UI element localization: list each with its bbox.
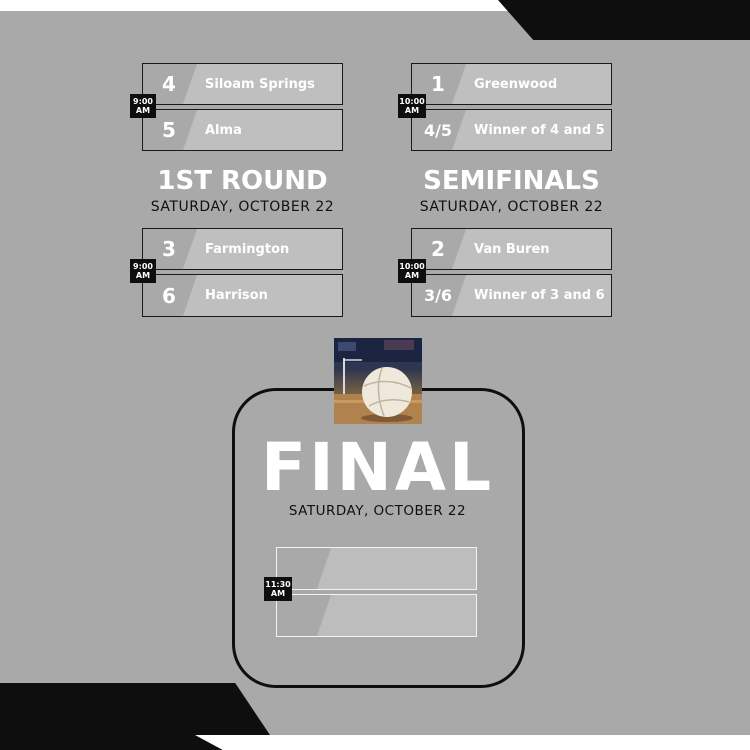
team-name: Greenwood <box>474 76 558 92</box>
first-round-m1-team2: 5 Alma <box>142 109 343 151</box>
final-time: 11:30 AM <box>264 577 292 601</box>
team-name: Harrison <box>205 288 268 303</box>
team-name: Winner of 4 and 5 <box>474 122 605 138</box>
final-title: FINAL <box>260 429 494 506</box>
semifinal-m2-time: 10:00 AM <box>398 259 426 283</box>
team-name: Winner of 3 and 6 <box>474 288 605 303</box>
bottom-white-band <box>195 735 750 750</box>
top-black-band <box>498 0 750 40</box>
first-round-date: SATURDAY, OCTOBER 22 <box>150 199 335 215</box>
team-name: Van Buren <box>474 241 550 257</box>
final-date: SATURDAY, OCTOBER 22 <box>288 503 467 519</box>
semifinals-title: SEMIFINALS <box>423 166 600 196</box>
volleyball-photo <box>334 338 422 424</box>
final-team1-slot <box>276 547 477 590</box>
team-name: Siloam Springs <box>205 76 315 92</box>
first-round-m2-team1: 3 Farmington <box>142 228 343 270</box>
team-name: Farmington <box>205 241 290 257</box>
first-round-m2-team2: 6 Harrison <box>142 274 343 317</box>
seed: 3 <box>162 237 176 261</box>
first-round-m1-team1: 4 Siloam Springs <box>142 63 343 105</box>
seed: 4/5 <box>423 120 453 140</box>
first-round-title: 1ST ROUND <box>157 166 328 196</box>
final-team2-slot <box>276 594 477 637</box>
semifinal-m2-team1: 2 Van Buren <box>411 228 612 270</box>
first-round-m1-time: 9:00 AM <box>130 94 156 118</box>
semifinal-m1-team1: 1 Greenwood <box>411 63 612 105</box>
semifinals-date: SATURDAY, OCTOBER 22 <box>419 199 604 215</box>
first-round-m2-time: 9:00 AM <box>130 259 156 283</box>
seed: 6 <box>162 283 176 308</box>
semifinal-m1-team2: 4/5 Winner of 4 and 5 <box>411 109 612 151</box>
semifinal-m2-team2: 3/6 Winner of 3 and 6 <box>411 274 612 317</box>
seed: 3/6 <box>423 286 453 305</box>
top-white-band <box>0 0 560 11</box>
seed: 1 <box>431 72 445 96</box>
seed: 4 <box>162 72 176 96</box>
semifinal-m1-time: 10:00 AM <box>398 94 426 118</box>
seed: 5 <box>162 118 176 142</box>
seed: 2 <box>431 237 445 261</box>
volleyball-icon <box>334 338 422 424</box>
team-name: Alma <box>205 122 242 138</box>
